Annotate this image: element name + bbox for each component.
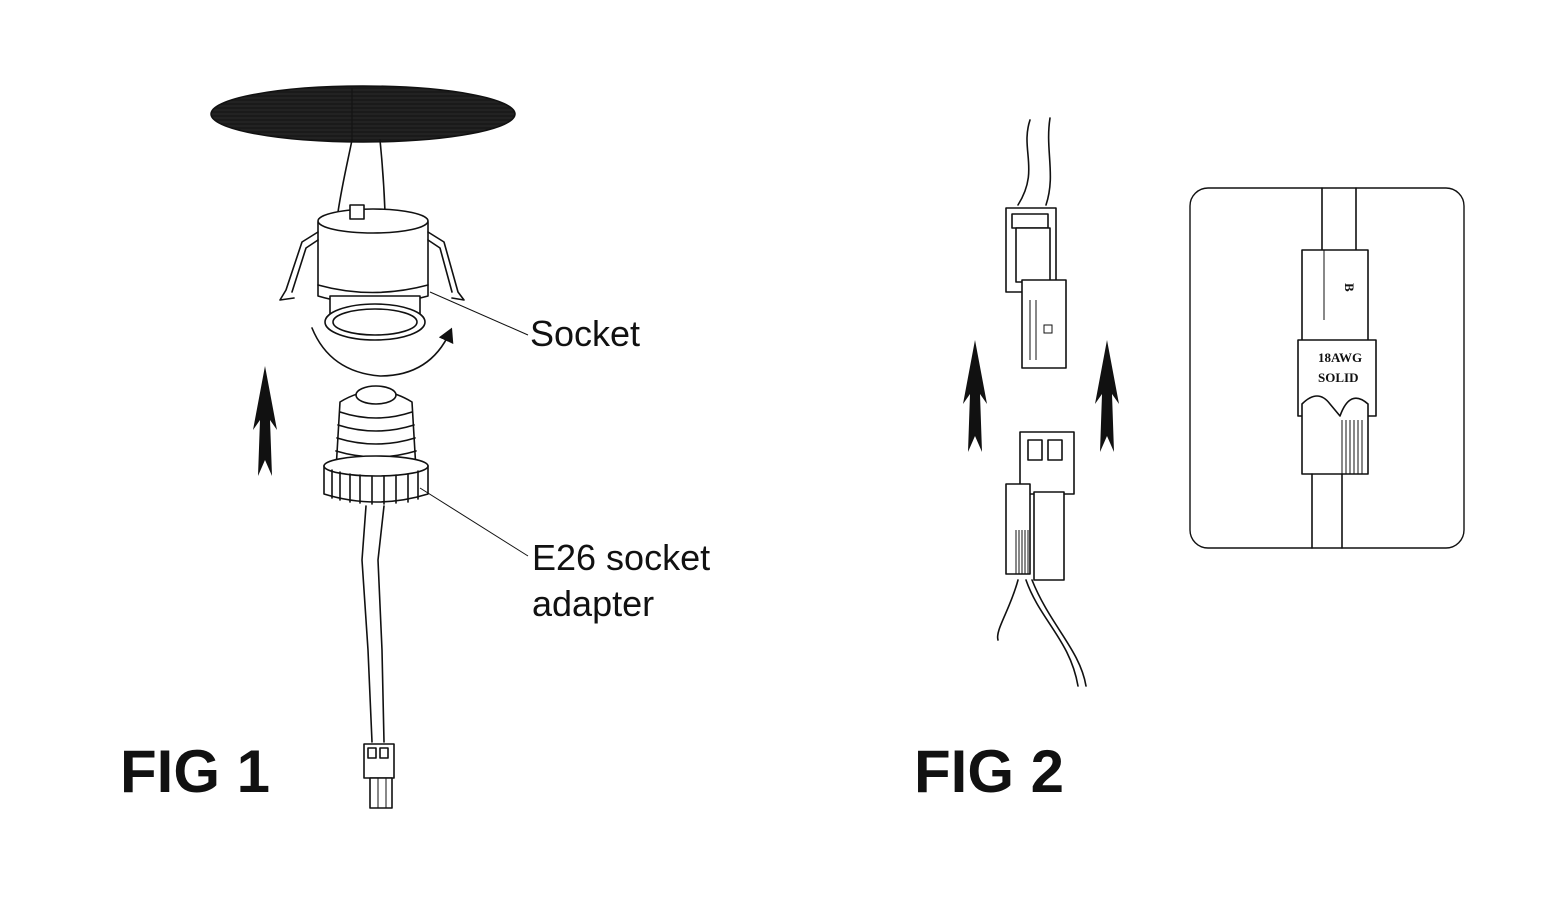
adapter-leader-line — [419, 487, 529, 557]
inset-line2: SOLID — [1318, 370, 1358, 385]
lower-connector — [1005, 431, 1075, 581]
upper-connector — [1005, 207, 1067, 369]
fig1-label: FIG 1 — [120, 738, 270, 805]
adapter-callout-line1: E26 socket — [532, 537, 710, 578]
fig2-diagram: B 18AWG SOLID FIG 2 — [914, 117, 1465, 805]
connector-detail-inset: B 18AWG SOLID — [1189, 187, 1465, 549]
fig2-label: FIG 2 — [914, 738, 1064, 805]
wire-connector-small — [363, 743, 395, 809]
up-arrow-icon — [253, 366, 277, 476]
socket-leader-line — [429, 291, 529, 336]
adapter-callout-line2: adapter — [532, 583, 654, 624]
up-arrow-icon-left — [963, 340, 987, 452]
inset-line1: 18AWG — [1318, 350, 1362, 365]
e26-adapter-part — [323, 385, 429, 505]
up-arrow-icon-right — [1095, 340, 1119, 452]
socket-callout: Socket — [530, 313, 640, 354]
rotate-arrow-icon — [311, 327, 454, 377]
fig1-diagram: Socket E26 socket adapter FIG 1 — [120, 85, 710, 809]
inset-mark: B — [1342, 283, 1357, 292]
ceiling-canopy — [210, 85, 516, 143]
socket-part — [279, 204, 465, 341]
